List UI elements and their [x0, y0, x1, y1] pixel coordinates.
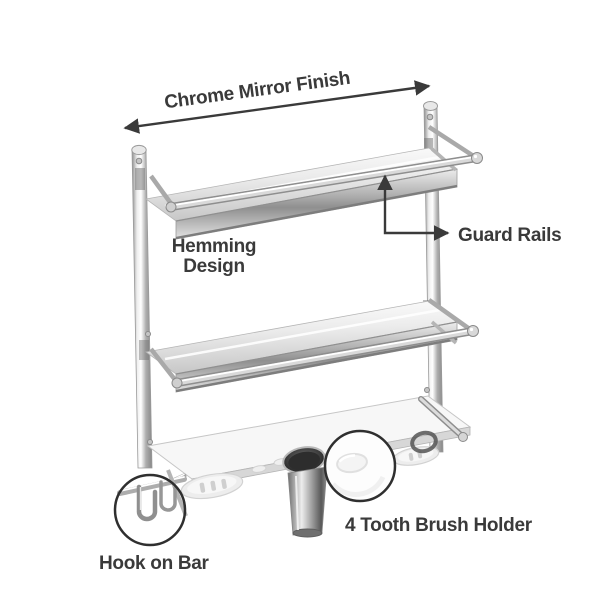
hemming-design-label-line1: Hemming	[172, 236, 256, 257]
chrome-mirror-finish-label: Chrome Mirror Finish	[163, 68, 351, 114]
tray-rail-right	[410, 396, 468, 454]
hook-icon	[159, 480, 177, 512]
tumbler-hole	[282, 446, 326, 474]
guard-rails-arrow	[377, 174, 450, 241]
guard-rails-label: Guard Rails	[458, 225, 561, 246]
hook-on-bar-label: Hook on Bar	[99, 553, 210, 574]
soap-dish	[180, 472, 244, 500]
tumbler-cup	[287, 466, 328, 538]
left-wall-post	[131, 144, 153, 469]
hemming-design-label-line2: Design	[183, 256, 245, 277]
screw-hole-icon	[426, 113, 434, 121]
screw-hole-icon	[135, 157, 143, 165]
guard-rail-middle	[171, 325, 479, 389]
tooth-brush-holder-label: 4 Tooth Brush Holder	[345, 515, 533, 536]
guard-rail-top	[165, 152, 483, 213]
hook-icon	[136, 484, 158, 522]
top-shelf	[145, 125, 483, 240]
brush-holder-zoom-circle	[323, 429, 397, 503]
shelf-unit	[113, 101, 483, 547]
dimension-arrow	[123, 80, 431, 134]
hook-zoom-circle	[113, 469, 188, 547]
middle-shelf	[145, 298, 479, 393]
